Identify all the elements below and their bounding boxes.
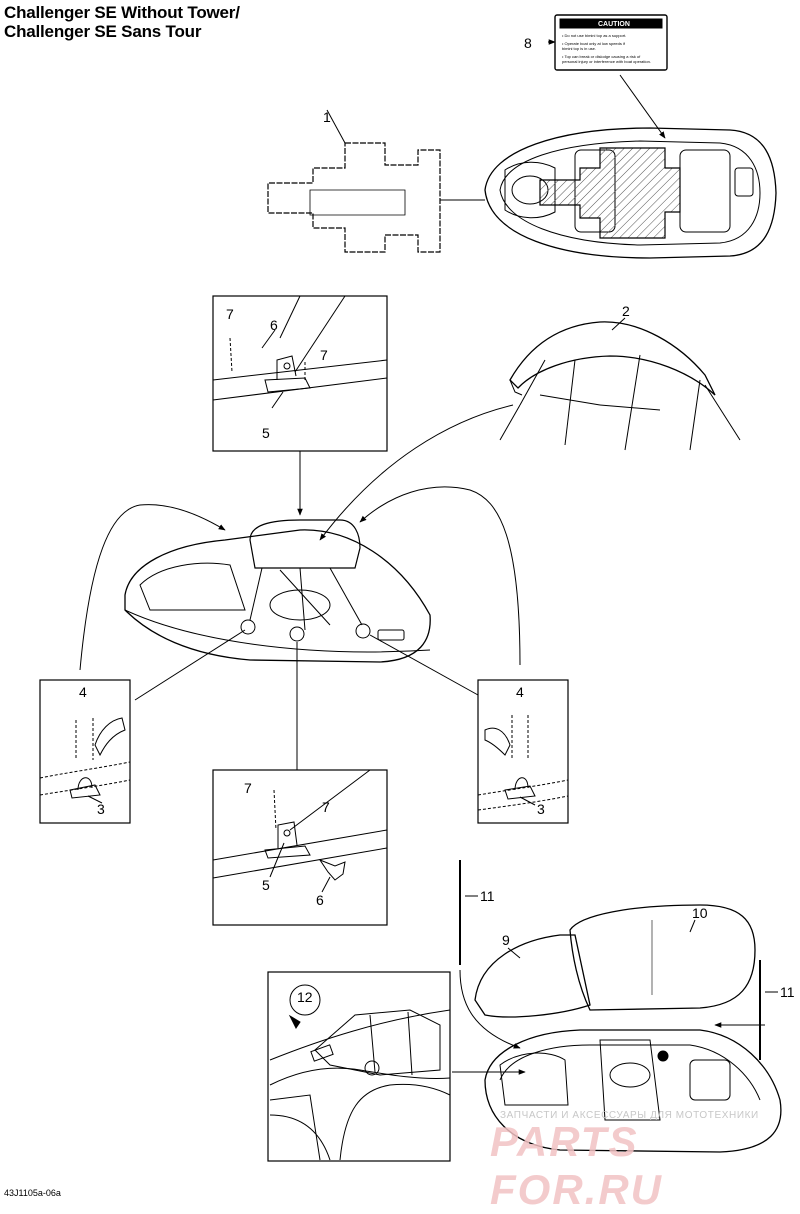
callout-4-right: 4: [516, 684, 524, 700]
callout-9: 9: [502, 932, 510, 948]
callout-6-top: 6: [270, 317, 278, 333]
callout-5-top: 5: [262, 425, 270, 441]
boat-top-view: [484, 74, 777, 259]
watermark-tagline: ЗАПЧАСТИ И АКСЕССУАРЫ ДЛЯ МОТОТЕХНИКИ: [500, 1110, 759, 1121]
callout-3-left: 3: [97, 801, 105, 817]
callout-labels: 1 2 3 3 4 4 5 5 6 6 7 7 7 7 8 9 10 11 11…: [79, 35, 795, 1005]
callout-1: 1: [323, 109, 331, 125]
title-line-2: Challenger SE Sans Tour: [4, 22, 202, 41]
callout-7-bottom-left: 7: [244, 780, 252, 796]
caution-line-4: • Top can break or dislodge causing a ri…: [562, 54, 641, 59]
callout-2: 2: [622, 303, 630, 319]
caution-heading: CAUTION: [598, 21, 630, 28]
caution-line-3: bimini top is in use.: [562, 46, 596, 51]
callout-11-right: 11: [780, 984, 795, 1000]
figure-code: 43J1105a-06a: [4, 1188, 61, 1198]
boat-with-covers: [484, 1029, 782, 1153]
callout-6-bottom: 6: [316, 892, 324, 908]
hinge-inset-top: [212, 295, 388, 452]
callout-7-top-left: 7: [226, 306, 234, 322]
caution-line-1: • Do not use bimini top as a support.: [562, 33, 626, 38]
snap-fastener-inset: [267, 971, 526, 1162]
hinge-inset-bottom: [212, 642, 388, 926]
boat-side-view: [124, 519, 431, 663]
title-line-1: Challenger SE Without Tower/: [4, 3, 240, 22]
caution-decal: [548, 14, 668, 71]
floor-mat-part: [267, 109, 485, 253]
caution-decal-text: CAUTION • Do not use bimini top as a sup…: [562, 21, 651, 64]
cover-parts: [459, 860, 778, 1060]
watermark-logo: PARTS FOR.RU: [490, 1118, 663, 1213]
callout-10: 10: [692, 905, 708, 921]
callout-8: 8: [524, 35, 532, 51]
caution-line-2: • Operate boat only at low speeds if: [562, 41, 626, 46]
bow-eye-inset-left: [39, 679, 131, 824]
callout-12: 12: [297, 989, 313, 1005]
callout-3-right: 3: [537, 801, 545, 817]
callout-4-left: 4: [79, 684, 87, 700]
caution-line-5: personal injury or interference with boa…: [562, 59, 651, 64]
callout-11-left: 11: [480, 888, 495, 904]
callout-5-bottom: 5: [262, 877, 270, 893]
bimini-top-part: [499, 317, 741, 451]
callout-7-bottom-right: 7: [322, 799, 330, 815]
bow-eye-inset-right: [477, 679, 569, 824]
callout-7-top-right: 7: [320, 347, 328, 363]
